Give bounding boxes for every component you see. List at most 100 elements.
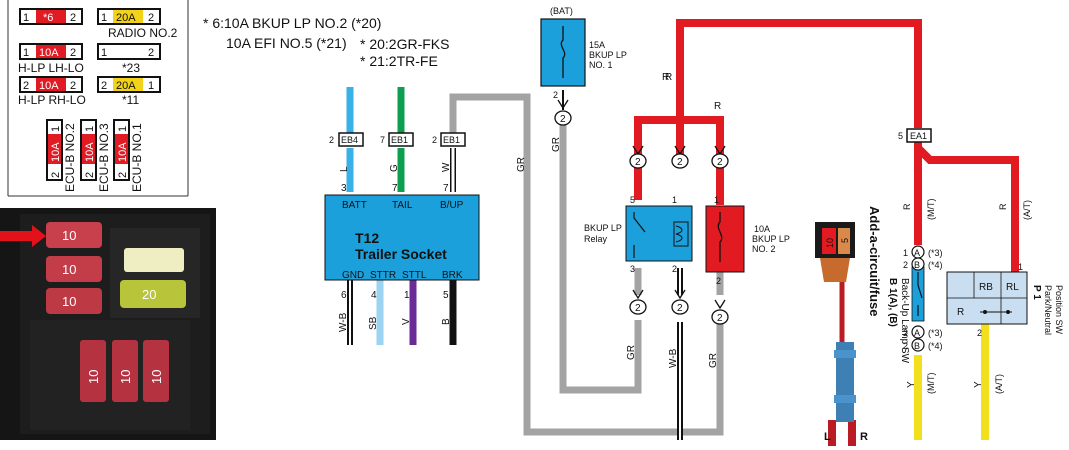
svg-text:10: 10 (149, 370, 164, 384)
svg-text:BKUP LP: BKUP LP (584, 223, 622, 233)
svg-text:2: 2 (148, 12, 154, 24)
fuse-box-photo: 10 10 10 20 10 10 10 (0, 208, 216, 440)
svg-text:Back-Up Lamp SW: Back-Up Lamp SW (899, 278, 910, 364)
svg-text:(M/T): (M/T) (926, 373, 936, 395)
svg-text:10A: 10A (117, 142, 129, 162)
svg-text:(A/T): (A/T) (1022, 200, 1032, 220)
svg-text:5: 5 (630, 195, 635, 205)
svg-text:4: 4 (371, 290, 377, 301)
svg-text:R: R (714, 101, 721, 112)
svg-text:* 20:2GR-FKS: * 20:2GR-FKS (360, 36, 449, 52)
svg-text:BATT: BATT (342, 200, 367, 211)
svg-text:(*3): (*3) (928, 248, 943, 258)
svg-text:2: 2 (977, 328, 982, 338)
svg-text:W-B: W-B (668, 348, 679, 368)
svg-text:G: G (389, 164, 400, 172)
photo-fuse-cream (124, 248, 184, 272)
svg-text:BKUP LP: BKUP LP (752, 234, 790, 244)
svg-text:*6: *6 (43, 12, 53, 24)
svg-text:2: 2 (101, 80, 107, 92)
svg-text:RADIO NO.2: RADIO NO.2 (108, 26, 178, 40)
svg-text:NO. 1: NO. 1 (589, 60, 613, 70)
circle-connectors: 2 2 2 2 2 2 (629, 145, 729, 325)
svg-text:2: 2 (672, 264, 677, 274)
trailer-socket: T12 Trailer Socket BATT TAIL B/UP 3 7 7 … (324, 183, 480, 301)
svg-text:2: 2 (84, 172, 96, 178)
fuse-star6: 1 *6 2 (19, 8, 83, 25)
svg-text:EA1: EA1 (910, 131, 927, 141)
svg-text:R: R (662, 72, 669, 83)
connector-eb1-tail: EB1 7 G (380, 132, 414, 172)
svg-text:1: 1 (903, 248, 908, 258)
svg-text:2: 2 (635, 303, 641, 314)
svg-text:1: 1 (84, 126, 96, 132)
svg-text:B/UP: B/UP (440, 200, 464, 211)
svg-text:* 21:2TR-FE: * 21:2TR-FE (360, 53, 438, 69)
svg-text:T12: T12 (355, 230, 379, 246)
svg-text:1: 1 (672, 195, 677, 205)
fuse-legend: 1 *6 2 1 20A 2 RADIO NO.2 1 10A 2 H-LP L… (7, 0, 189, 197)
photo-fuse: 10 (80, 340, 106, 402)
svg-text:BRK: BRK (442, 270, 463, 281)
wires (346, 19, 1019, 446)
svg-text:Add-a-circuit/fuse: Add-a-circuit/fuse (867, 206, 882, 317)
photo-fuse: 10 (143, 340, 169, 402)
svg-text:L: L (339, 166, 350, 172)
svg-text:Y: Y (973, 381, 984, 388)
fuse-star11: 2 20A 1 *11 (97, 76, 161, 107)
photo-fuse: 10 (112, 340, 138, 402)
svg-text:6: 6 (341, 290, 347, 301)
svg-text:2: 2 (717, 157, 723, 168)
svg-text:1: 1 (714, 195, 719, 205)
fuse-ecu-b-no1: 2 10A 1 ECU-B NO.1 (113, 119, 144, 192)
svg-text:Y: Y (906, 381, 917, 388)
svg-text:5: 5 (840, 238, 850, 243)
svg-text:ECU-B NO.3: ECU-B NO.3 (97, 123, 111, 192)
svg-text:(*3): (*3) (928, 328, 943, 338)
svg-text:10: 10 (825, 238, 835, 248)
svg-text:10: 10 (118, 370, 133, 384)
fuse-hlp-lh-lo: 1 10A 2 H-LP LH-LO (18, 43, 84, 75)
svg-text:W-B: W-B (338, 312, 349, 332)
svg-text:2: 2 (716, 276, 721, 286)
svg-text:1: 1 (148, 80, 154, 92)
svg-text:10A: 10A (84, 142, 96, 162)
fuse-star23: 1 2 *23 (97, 43, 161, 75)
svg-text:RL: RL (1006, 282, 1019, 293)
svg-text:2: 2 (903, 260, 908, 270)
notes: * 6:10A BKUP LP NO.2 (*20) 10A EFI NO.5 … (203, 15, 449, 69)
connector-eb4: EB4 2 L (329, 132, 364, 172)
fuse-hlp-rh-lo: 2 10A 2 H-LP RH-LO (18, 76, 86, 107)
svg-text:P 1: P 1 (1031, 285, 1042, 300)
svg-text:2: 2 (117, 172, 129, 178)
svg-text:1: 1 (1018, 262, 1023, 272)
svg-text:3: 3 (630, 264, 635, 274)
svg-text:2: 2 (23, 80, 29, 92)
svg-text:BKUP LP: BKUP LP (589, 50, 627, 60)
svg-text:GR: GR (516, 157, 527, 172)
svg-text:(*4): (*4) (928, 260, 943, 270)
svg-text:V: V (401, 318, 412, 325)
svg-text:10: 10 (62, 228, 76, 243)
svg-text:20: 20 (142, 287, 156, 302)
back-up-lamp-switch: A B 1 2 (*3) (*4) A B 2 2 (*3) (*4) B 1(… (887, 245, 943, 395)
fuse-ecu-b-no3: 2 10A 1 ECU-B NO.3 (80, 119, 111, 192)
svg-text:1: 1 (23, 47, 29, 59)
svg-text:2: 2 (70, 12, 76, 24)
svg-text:*23: *23 (122, 61, 140, 75)
svg-text:EB1: EB1 (391, 135, 408, 145)
svg-text:(*4): (*4) (928, 341, 943, 351)
svg-text:3: 3 (341, 183, 347, 194)
svg-text:H-LP RH-LO: H-LP RH-LO (18, 93, 86, 107)
svg-text:EB4: EB4 (341, 135, 358, 145)
svg-text:1: 1 (101, 47, 107, 59)
svg-text:B: B (914, 260, 920, 270)
svg-text:NO. 2: NO. 2 (752, 244, 776, 254)
svg-text:R: R (902, 203, 912, 210)
svg-text:10A: 10A (754, 224, 770, 234)
svg-text:5: 5 (898, 131, 903, 141)
fuse-ecu-b-no2: 2 10A 1 ECU-B NO.2 (46, 119, 77, 192)
svg-text:2: 2 (635, 157, 641, 168)
svg-text:(BAT): (BAT) (550, 6, 573, 16)
